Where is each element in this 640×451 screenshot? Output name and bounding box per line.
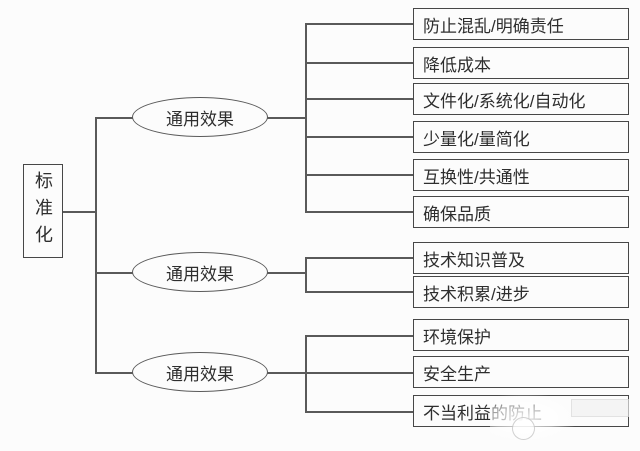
- branch-oval-3-label: 通用效果: [166, 364, 234, 384]
- connector-to-leaf-8: [305, 291, 413, 293]
- leaf-box: 技术积累/进步: [413, 276, 629, 308]
- leaf-box: 不当利益的防止: [413, 395, 629, 427]
- branch-oval-1-label: 通用效果: [166, 109, 234, 129]
- connector-to-leaf-2: [305, 62, 413, 64]
- connector-left-trunk: [95, 117, 97, 373]
- branch-oval-3: 通用效果: [132, 352, 268, 392]
- leaf-box: 互换性/共通性: [413, 159, 629, 191]
- leaf-box: 环境保护: [413, 319, 629, 351]
- connector-trunk-to-branch-2: [95, 272, 133, 274]
- connector-trunk-to-branch-1: [95, 117, 133, 119]
- connector-to-leaf-5: [305, 174, 413, 176]
- connector-group-2-trunk: [305, 257, 307, 292]
- connector-to-leaf-4: [305, 136, 413, 138]
- connector-to-leaf-7: [305, 257, 413, 259]
- connector-to-leaf-9: [305, 335, 413, 337]
- connector-to-leaf-1: [305, 23, 413, 25]
- connector-to-leaf-6: [305, 211, 413, 213]
- connector-to-leaf-3: [305, 98, 413, 100]
- connector-group-1-trunk: [305, 23, 307, 213]
- connector-branch-1-to-trunk: [267, 117, 306, 119]
- leaf-box: 降低成本: [413, 47, 629, 79]
- connector-trunk-to-branch-3: [95, 372, 133, 374]
- leaf-box: 文件化/系统化/自动化: [413, 83, 629, 115]
- leaf-box: 安全生产: [413, 356, 629, 388]
- connector-to-leaf-11: [305, 411, 413, 413]
- branch-oval-2-label: 通用效果: [166, 264, 234, 284]
- connector-branch-2-to-trunk: [267, 272, 306, 274]
- branch-oval-2: 通用效果: [132, 252, 268, 292]
- leaf-box: 防止混乱/明确责任: [413, 8, 629, 40]
- leaf-box: 确保品质: [413, 196, 629, 228]
- root-node-standardization: 标准化: [23, 164, 63, 258]
- leaf-box: 少量化/量简化: [413, 121, 629, 153]
- connector-to-leaf-10: [305, 372, 413, 374]
- connector-branch-3-to-trunk: [267, 372, 306, 374]
- branch-oval-1: 通用效果: [132, 97, 268, 137]
- root-node-label: 标准化: [33, 170, 53, 252]
- connector-root-to-trunk: [63, 211, 96, 213]
- leaf-box: 技术知识普及: [413, 242, 629, 274]
